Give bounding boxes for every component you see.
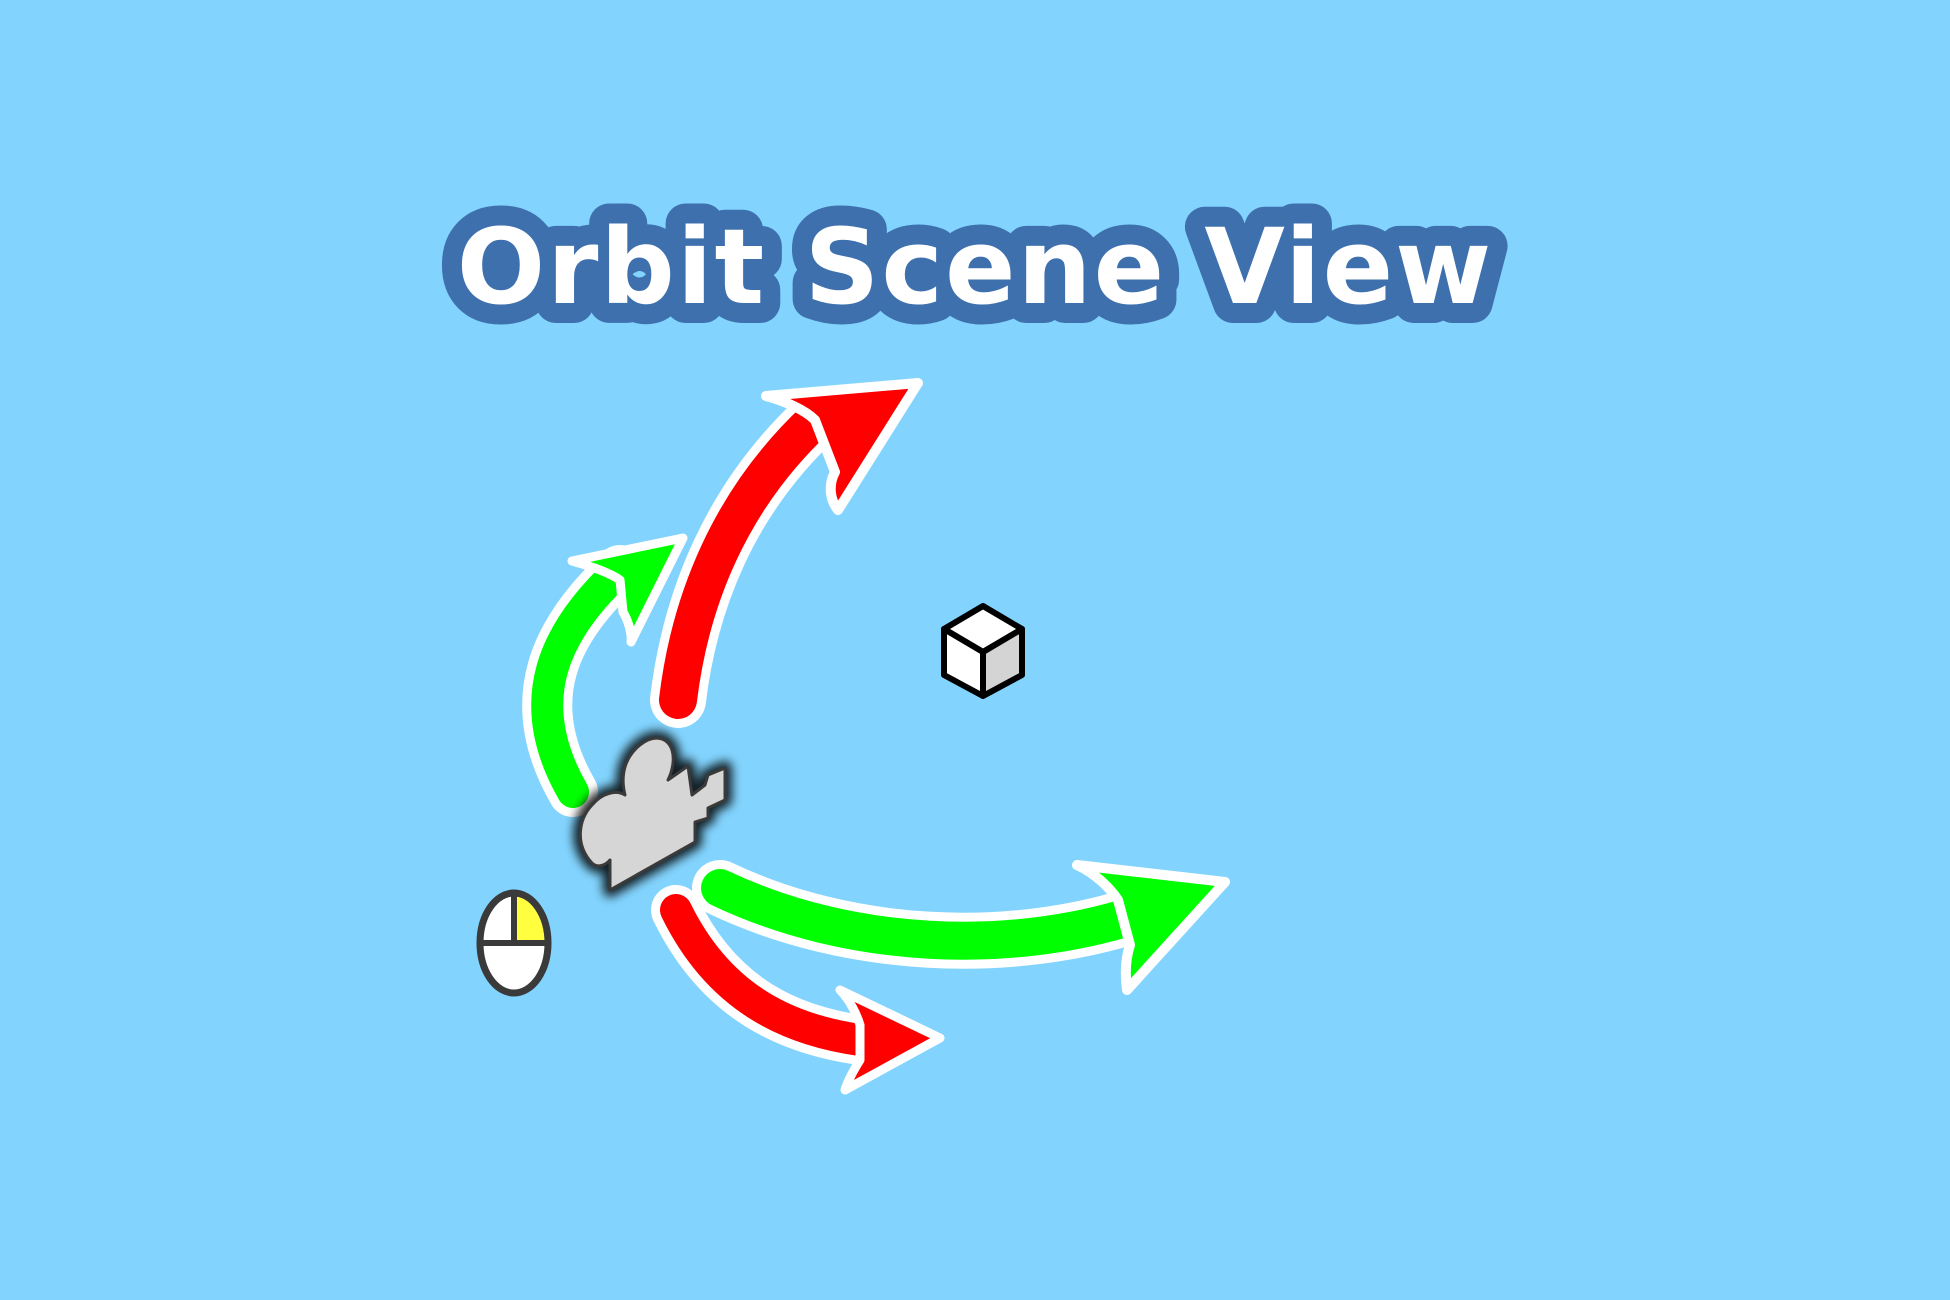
title-text: Orbit Scene View [457,206,1494,328]
orbit-left-up-arrow-icon [522,533,688,817]
page-title: Orbit Scene View Orbit Scene View [437,186,1512,348]
orbit-up-arrow-icon [650,378,923,728]
video-camera-icon [573,731,732,897]
orbit-right-arrow-icon [692,860,1230,995]
mouse-left-button-icon [476,889,552,997]
cube-icon [941,603,1025,699]
title-outline: Orbit Scene View [457,206,1494,328]
orbit-down-arrow-icon [651,885,945,1095]
